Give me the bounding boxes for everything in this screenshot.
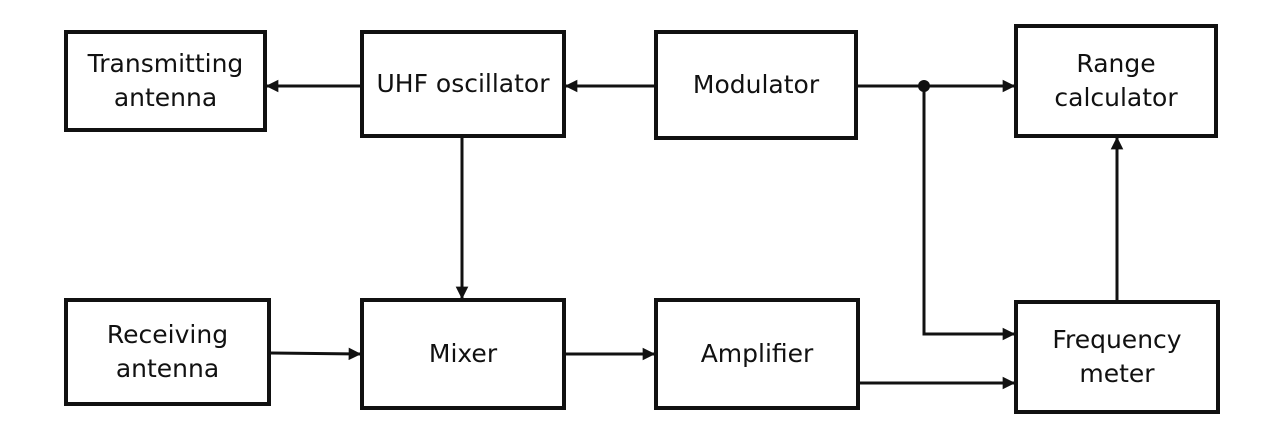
receiving-antenna-block: Receiving antenna [64, 298, 271, 406]
modulator-block: Modulator [654, 30, 858, 140]
uhf-oscillator-block: UHF oscillator [360, 30, 566, 138]
range-calculator-label: Range calculator [1054, 49, 1178, 112]
uhf-oscillator-label: UHF oscillator [376, 69, 550, 98]
arrow-receive-to-mixer [270, 347, 362, 361]
amplifier-label: Amplifier [700, 339, 814, 368]
frequency-meter-block: Frequency meter [1014, 300, 1220, 414]
transmitting-antenna-block: Transmitting antenna [64, 30, 267, 132]
frequency-meter-label: Frequency meter [1052, 325, 1182, 388]
modulator-label: Modulator [692, 70, 820, 99]
receiving-antenna-label: Receiving antenna [106, 320, 229, 383]
range-calculator-block: Range calculator [1014, 24, 1218, 138]
amplifier-block: Amplifier [654, 298, 860, 410]
arrow-mod-to-freq [922, 86, 1016, 341]
mixer-label: Mixer [428, 339, 498, 368]
mixer-block: Mixer [360, 298, 566, 410]
transmitting-antenna-label: Transmitting antenna [87, 49, 244, 112]
